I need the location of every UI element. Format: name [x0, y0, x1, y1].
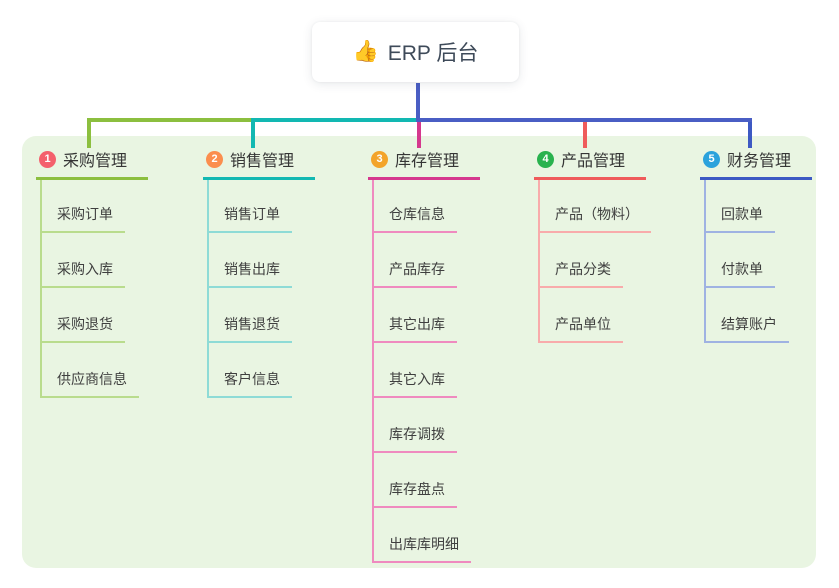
bus-segment-blue	[416, 118, 752, 122]
branch-2-label: 销售管理	[230, 153, 295, 170]
branch-4-label: 产品管理	[561, 153, 626, 170]
branch-header-1[interactable]: 1 采购管理	[36, 147, 148, 180]
branch-5-label: 财务管理	[727, 153, 792, 170]
root-vertical-line	[416, 83, 420, 122]
root-node-label: ERP 后台	[387, 42, 479, 65]
branch-1-label: 采购管理	[63, 153, 128, 170]
branch-4-item-1[interactable]: 产品（物料）	[538, 204, 651, 233]
branch-3-item-5[interactable]: 库存调拨	[372, 424, 457, 453]
branch-header-5[interactable]: 5 财务管理	[700, 147, 812, 180]
branch-2-item-4[interactable]: 客户信息	[207, 369, 292, 398]
branch-5-item-3[interactable]: 结算账户	[704, 314, 789, 343]
branch-1-item-2[interactable]: 采购入库	[40, 259, 125, 288]
branch-5-spine-line	[704, 179, 706, 342]
branch-5-item-1[interactable]: 回款单	[704, 204, 775, 233]
root-node-erp[interactable]: 👍 ERP 后台	[312, 22, 519, 82]
branch-header-4[interactable]: 4 产品管理	[534, 147, 646, 180]
branch-3-number-badge: 3	[371, 150, 388, 168]
branch-3-item-6[interactable]: 库存盘点	[372, 479, 457, 508]
branch-3-item-4[interactable]: 其它入库	[372, 369, 457, 398]
branch-4-item-2[interactable]: 产品分类	[538, 259, 623, 288]
branch-2-item-3[interactable]: 销售退货	[207, 314, 292, 343]
branch-4-spine-line	[538, 179, 540, 342]
branch-1-item-4[interactable]: 供应商信息	[40, 369, 139, 398]
branch-1-item-3[interactable]: 采购退货	[40, 314, 125, 343]
branch-1-drop-line	[87, 118, 91, 148]
branch-1-spine-line	[40, 179, 42, 397]
branch-3-label: 库存管理	[395, 153, 460, 170]
branch-3-drop-line	[417, 118, 421, 148]
branch-4-item-3[interactable]: 产品单位	[538, 314, 623, 343]
branch-3-item-1[interactable]: 仓库信息	[372, 204, 457, 233]
branch-4-number-badge: 4	[537, 150, 554, 168]
branch-2-drop-line	[251, 118, 255, 148]
branch-3-item-7[interactable]: 出库库明细	[372, 534, 471, 563]
branch-2-item-1[interactable]: 销售订单	[207, 204, 292, 233]
branch-header-2[interactable]: 2 销售管理	[203, 147, 315, 180]
branch-2-spine-line	[207, 179, 209, 397]
branch-3-item-3[interactable]: 其它出库	[372, 314, 457, 343]
branch-5-drop-line	[748, 118, 752, 148]
branch-3-spine-line	[372, 179, 374, 562]
branch-5-item-2[interactable]: 付款单	[704, 259, 775, 288]
branch-2-item-2[interactable]: 销售出库	[207, 259, 292, 288]
branch-4-drop-line	[583, 118, 587, 148]
branch-1-number-badge: 1	[39, 150, 56, 168]
bus-segment-teal	[251, 118, 420, 122]
thumbs-up-icon: 👍	[352, 40, 379, 63]
branch-header-3[interactable]: 3 库存管理	[368, 147, 480, 180]
branches-background-panel	[22, 136, 816, 568]
bus-segment-green	[87, 118, 255, 122]
branch-5-number-badge: 5	[703, 150, 720, 168]
branch-3-item-2[interactable]: 产品库存	[372, 259, 457, 288]
branch-2-number-badge: 2	[206, 150, 223, 168]
branch-1-item-1[interactable]: 采购订单	[40, 204, 125, 233]
